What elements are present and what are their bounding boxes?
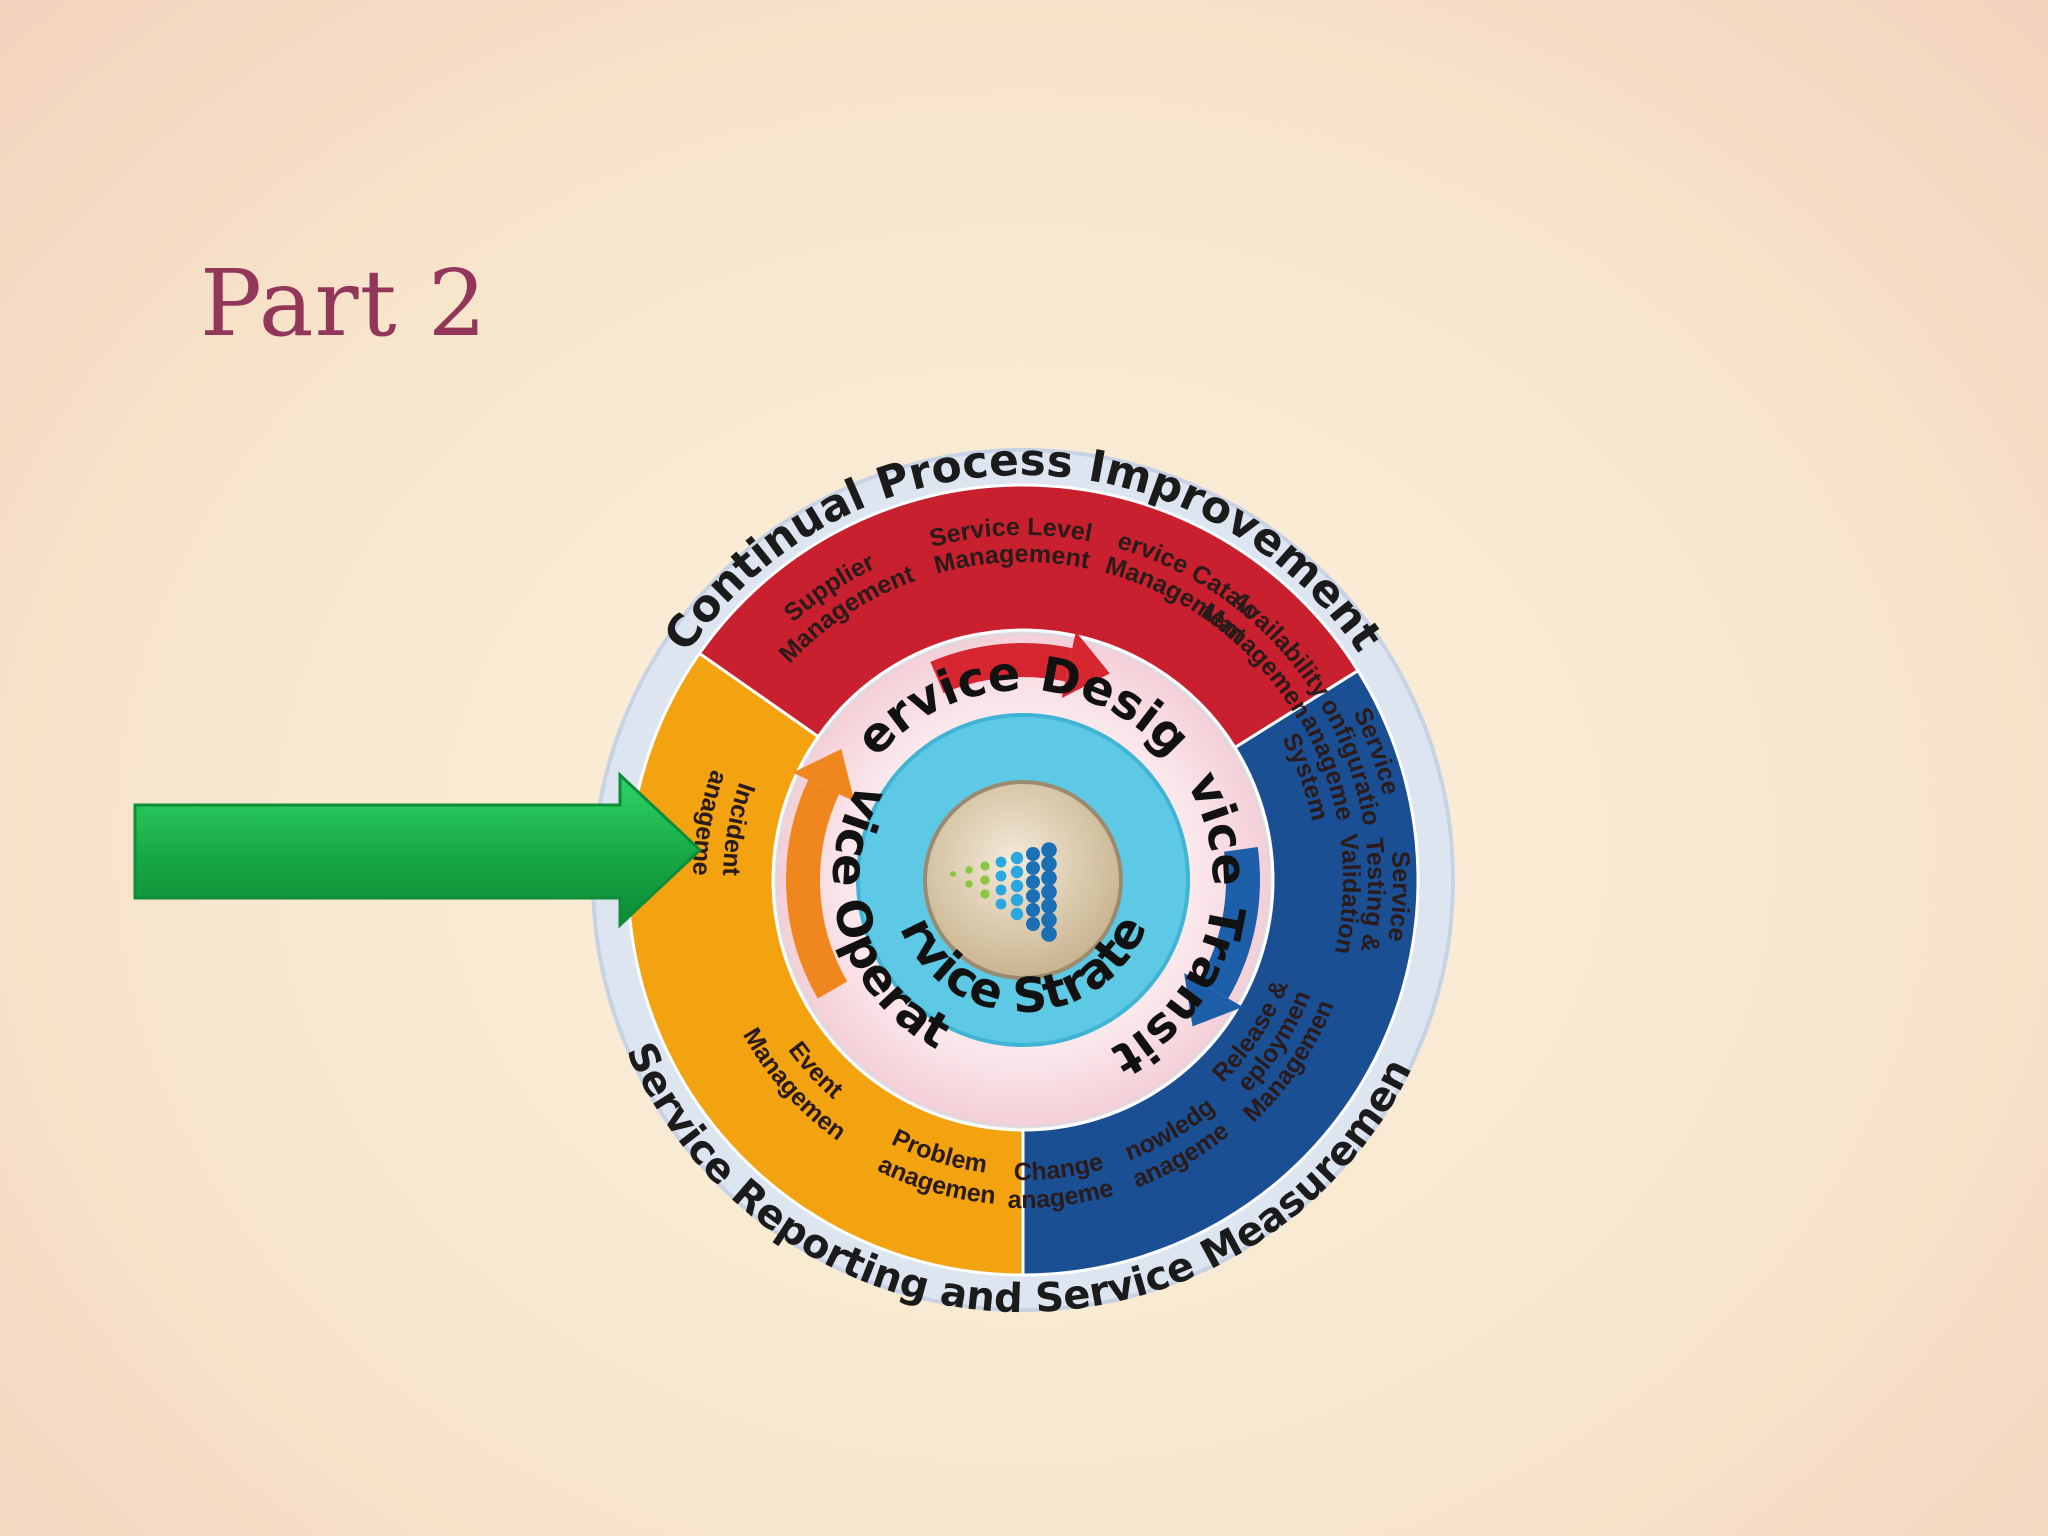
operation-arrow-icon <box>786 779 848 999</box>
strategy-core <box>923 780 1123 980</box>
transition-segment <box>1021 668 1420 1277</box>
transition-arrow-icon-head <box>1184 973 1243 1027</box>
logo-icon <box>950 842 1057 942</box>
design-arrow-icon <box>930 643 1073 694</box>
design-arrow-icon-head <box>1061 631 1110 699</box>
pointer-arrow-icon <box>133 771 703 929</box>
transition-arrow-icon <box>1198 847 1260 999</box>
design-segment <box>697 483 1361 750</box>
slide-title: Part 2 <box>200 250 488 357</box>
operation-arrow-icon-head <box>792 748 855 802</box>
process-testing-1: Service <box>1382 850 1415 943</box>
operation-segment <box>626 651 1025 1277</box>
